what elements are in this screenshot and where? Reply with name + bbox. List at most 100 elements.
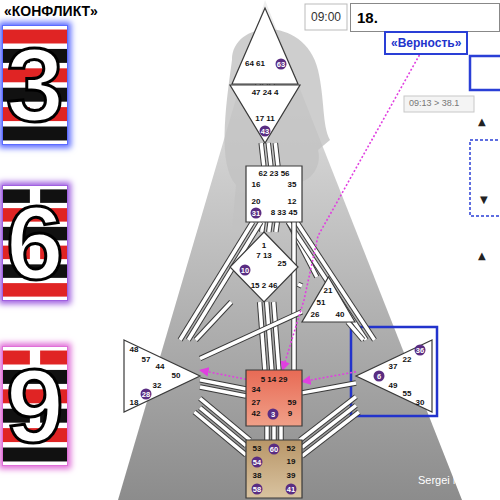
channel-outline (276, 222, 277, 232)
channel-outline (302, 405, 356, 447)
channel-line (194, 412, 246, 455)
channel-outline (348, 322, 363, 340)
channel-outline (300, 397, 356, 440)
channel-fill (267, 302, 272, 370)
channel-fill (200, 312, 302, 359)
center-shape (232, 8, 298, 84)
channel-fill (279, 426, 283, 440)
time-field: 09:00 (311, 10, 341, 24)
head-center-outline (232, 8, 298, 84)
channel-line (302, 405, 356, 447)
gate-number: 48 (130, 345, 139, 355)
center-shape (246, 440, 302, 498)
channel-outline (288, 222, 366, 340)
channel-line (196, 302, 232, 340)
channel-line (200, 398, 250, 440)
gate-number: 25 (278, 259, 287, 269)
activated-gate-number: 36 (415, 345, 426, 356)
body-silhouette (118, 0, 462, 500)
activated-gate-number: 60 (269, 444, 280, 455)
channel-fill (300, 397, 356, 440)
gate-number: 52 (287, 444, 296, 454)
activated-gate-number: 43 (260, 126, 271, 137)
head-center: 64 61 63 (232, 8, 298, 84)
center-shape (302, 277, 355, 322)
center-shape (230, 85, 300, 143)
gate-number: 26 (311, 310, 320, 320)
time-field-frame (305, 4, 347, 30)
gate-number: 21 (324, 286, 333, 296)
channel-fill (275, 143, 278, 166)
g-center: 17 13251015 2 46 (230, 232, 298, 302)
gate-number: 49 (389, 381, 398, 391)
channel-line (276, 222, 277, 232)
channel-line (281, 426, 282, 440)
channel-fill (302, 405, 356, 447)
channel-line (302, 383, 356, 393)
gate-number: 37 (389, 362, 398, 372)
field-frame (470, 56, 500, 90)
dotted-arrow (200, 370, 246, 379)
gate-number: 39 (287, 471, 296, 481)
channel-fill (200, 408, 246, 446)
channel-fill (180, 222, 253, 340)
solar-plexus-center: 3622 37 6 49 55 30 (356, 340, 432, 412)
hexagram-card: 9 (2, 346, 68, 466)
gate-number: 18 (130, 398, 139, 408)
gate-number: 8 33 45 (271, 208, 298, 218)
gate-number: 1 (262, 241, 266, 251)
channel-outline (291, 222, 297, 370)
activated-gate-number: 54 (252, 457, 263, 468)
center-shape (246, 370, 302, 426)
channel-fill (298, 284, 302, 286)
channel-line (260, 302, 265, 370)
date-field: 18. (350, 3, 500, 32)
channel-outline (268, 143, 271, 166)
center-shape (124, 340, 200, 412)
line-number: 9 (6, 354, 64, 458)
channel-fill (200, 398, 250, 440)
gate-number: 16 (252, 180, 261, 190)
gate-number: 17 11 (255, 114, 275, 124)
activated-gate-number: 41 (286, 484, 297, 495)
channel-fill (288, 222, 366, 340)
root-center: 536052541938395841 (246, 440, 302, 498)
dotted-line (283, 55, 420, 370)
gate-number: 50 (172, 371, 181, 381)
channel-line (200, 408, 246, 446)
gate-number: 22 (403, 355, 412, 365)
channel-line (267, 426, 268, 440)
gate-number: 35 (288, 180, 297, 190)
channel-fill (265, 426, 269, 440)
channel-fill (200, 380, 246, 389)
channel-line (298, 284, 302, 286)
head-silhouette (225, 29, 330, 230)
activated-gate-number: 63 (276, 59, 287, 70)
gate-number: 47 24 4 (252, 88, 279, 98)
nav-arrow: ▼ (480, 194, 488, 205)
channel-outline (271, 426, 277, 440)
channel-fill (274, 302, 279, 370)
channel-outline (200, 312, 302, 359)
activated-gate-number: 58 (252, 484, 263, 495)
gate-number: 64 61 (245, 59, 265, 69)
activated-gate-number: 6 (374, 371, 385, 382)
gate-number: 30 (416, 398, 425, 408)
watermark: Sergei Mavlato (418, 474, 491, 486)
nav-arrow: ▲ (478, 250, 486, 261)
gate-number: 32 (153, 381, 162, 391)
gate-number: 34 (252, 385, 261, 395)
dotted-frame (470, 140, 500, 216)
box-text: «Верность» (391, 36, 461, 50)
channel-outline (200, 380, 246, 389)
dotted-arrow (302, 372, 356, 382)
hint-frame (404, 96, 474, 112)
channel-outline (298, 284, 302, 286)
center-shape (356, 340, 432, 412)
diagram-title: «КОНФЛИКТ» (4, 3, 98, 19)
gate-number: 55 (403, 389, 412, 399)
hexagram-card: 3 (2, 25, 68, 145)
center-shape (230, 232, 298, 302)
channel-line (261, 143, 264, 166)
channel-fill (260, 302, 265, 370)
